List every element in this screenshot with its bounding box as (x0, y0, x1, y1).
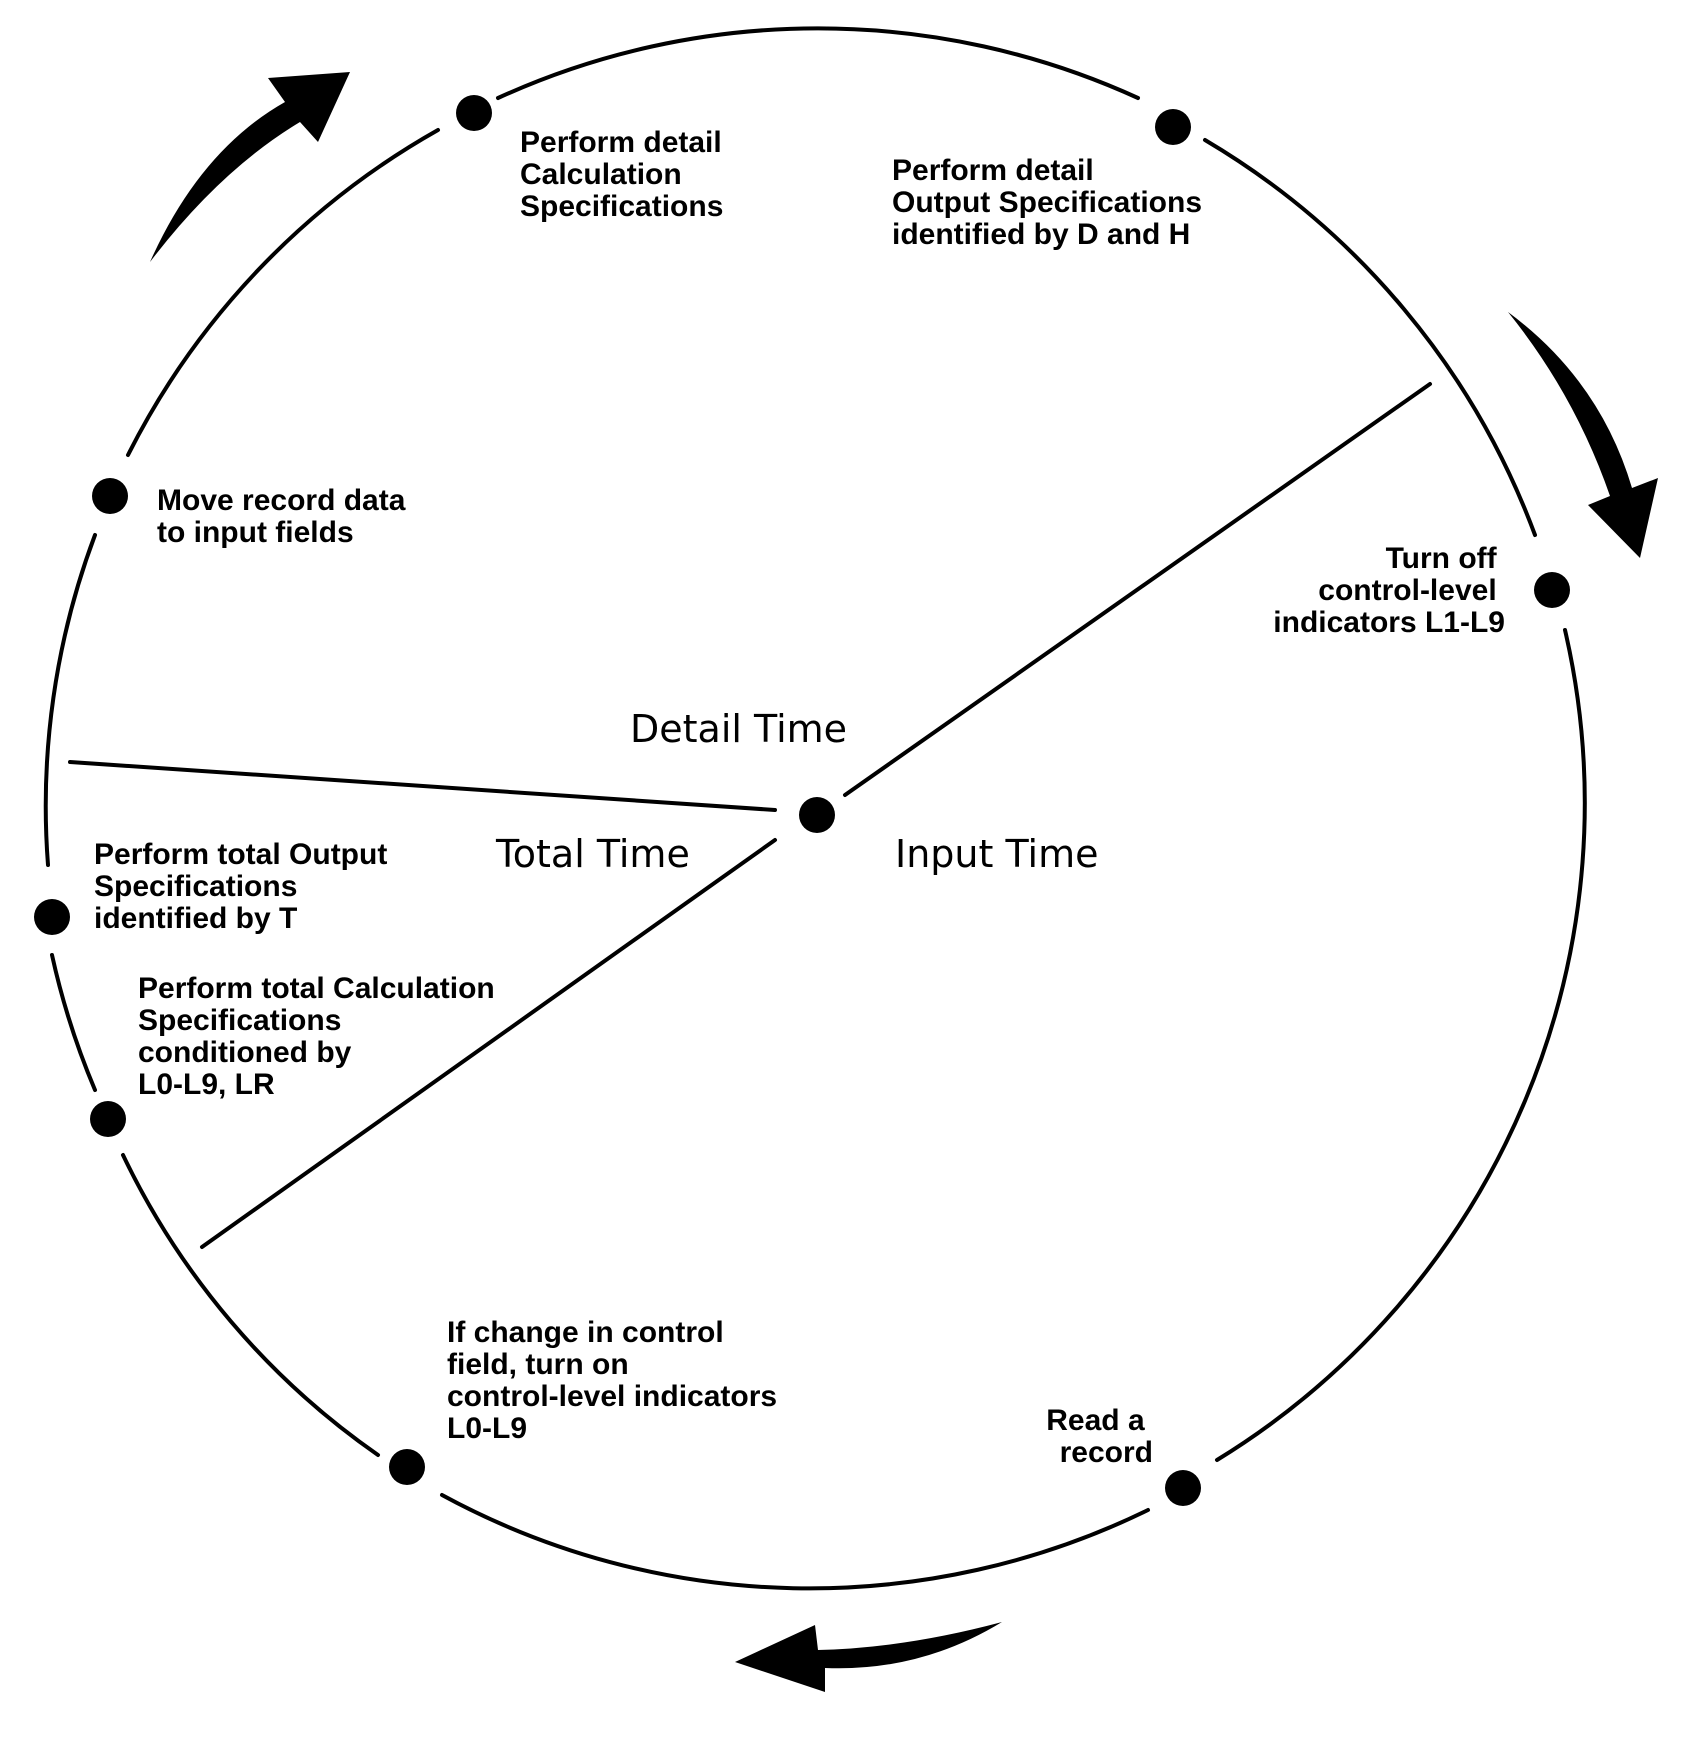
divider-total-input (200, 838, 777, 1249)
step-markers (34, 95, 1570, 1506)
step-detail-output: Perform detail Output Specifications ide… (892, 154, 1210, 251)
step-turn-off-indicators: Turn off control-level indicators L1-L9 (1273, 542, 1505, 639)
dot-icon (92, 478, 128, 514)
direction-arrows (150, 72, 1658, 1692)
dot-icon (389, 1449, 425, 1485)
total-time-label: Total Time (495, 832, 690, 876)
input-time-label: Input Time (895, 832, 1098, 876)
curved-arrow-icon (150, 72, 350, 262)
detail-time-label: Detail Time (630, 707, 847, 751)
center-dot-icon (799, 797, 835, 833)
step-total-output: Perform total Output Specifications iden… (94, 838, 396, 935)
step-change-in-control-field: If change in control field, turn on cont… (447, 1316, 785, 1445)
dot-icon (90, 1101, 126, 1137)
step-move-record-data: Move record data to input fields (157, 484, 414, 549)
region-dividers (68, 382, 1432, 1249)
divider-input-detail (843, 382, 1432, 797)
step-read-record: Read a record (1046, 1404, 1153, 1469)
step-detail-calculation: Perform detail Calculation Specification… (520, 126, 730, 223)
curved-arrow-icon (1508, 312, 1658, 558)
dot-icon (34, 899, 70, 935)
cycle-circle (43, 26, 1587, 1591)
dot-icon (456, 95, 492, 131)
step-total-calculation: Perform total Calculation Specifications… (138, 972, 503, 1101)
divider-detail-total (68, 760, 777, 812)
dot-icon (1534, 572, 1570, 608)
dot-icon (1155, 109, 1191, 145)
dot-icon (1165, 1470, 1201, 1506)
curved-arrow-icon (735, 1622, 1002, 1692)
